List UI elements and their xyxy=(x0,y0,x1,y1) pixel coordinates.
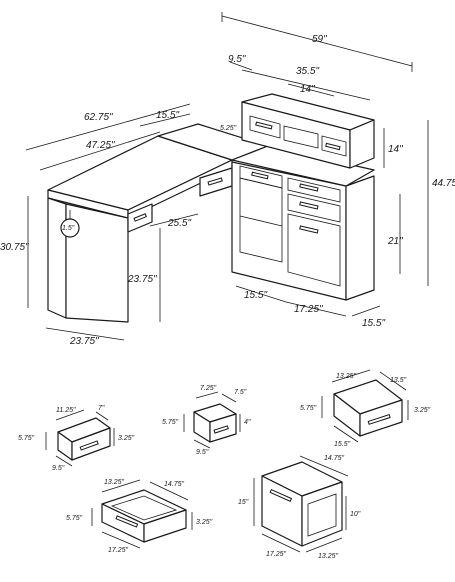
drawer-5 xyxy=(253,455,349,553)
d5-front: 17.25" xyxy=(266,551,287,558)
label-bottom-right: 15.5" xyxy=(362,318,385,329)
l-desk-illustration xyxy=(47,93,375,323)
d4-width: 13.25" xyxy=(104,479,125,486)
d4-depth: 14.75" xyxy=(164,481,185,488)
d3-depth: 13.5" xyxy=(390,377,407,384)
d4-front: 17.25" xyxy=(108,547,129,554)
d1-height: 5.75" xyxy=(18,435,35,442)
d3-height: 5.75" xyxy=(300,405,317,412)
main-dimension-lines xyxy=(25,12,429,341)
d3-height2: 3.25" xyxy=(414,407,431,414)
d2-height2: 4" xyxy=(244,419,251,426)
d1-front: 9.5" xyxy=(52,465,65,472)
d2-width: 7.25" xyxy=(200,385,217,392)
d5-height2: 10" xyxy=(350,511,361,518)
label-width-total: 59" xyxy=(312,34,327,45)
label-bottom-left: 15.5" xyxy=(244,290,267,301)
label-hutch-width: 35.5" xyxy=(296,66,319,77)
label-knee-depth: 23.75" xyxy=(127,274,157,285)
d3-front: 15.5" xyxy=(334,441,351,448)
drawer-4 xyxy=(91,479,193,549)
label-bottom-mid: 17.25" xyxy=(294,304,323,315)
label-grommet: 1.5" xyxy=(62,225,75,232)
d1-height2: 3.25" xyxy=(118,435,135,442)
d5-height: 15" xyxy=(238,499,249,506)
d1-depth: 7" xyxy=(98,405,105,412)
d5-depth: 13.25" xyxy=(318,553,339,560)
d4-height: 5.75" xyxy=(66,515,83,522)
label-return-len: 62.75" xyxy=(84,112,113,123)
d2-front: 9.5" xyxy=(196,449,209,456)
label-corner-depth: 15.5" xyxy=(156,110,179,121)
label-knee-w: 25.5" xyxy=(167,218,191,229)
label-desk-h: 30.75" xyxy=(0,242,29,253)
d3-width: 13.25" xyxy=(336,373,357,380)
label-side-depth: 23.75" xyxy=(69,336,99,347)
drawer-2 xyxy=(183,391,241,449)
label-hutch-side: 9.5" xyxy=(228,54,246,65)
d5-width: 14.75" xyxy=(324,455,345,462)
label-hutch-h: 14" xyxy=(388,144,403,155)
d1-width: 11.25" xyxy=(56,407,76,414)
drawer-3 xyxy=(321,369,409,443)
d4-height2: 3.25" xyxy=(196,519,213,526)
d2-height: 5.75" xyxy=(162,419,179,426)
drawer-1 xyxy=(45,409,115,467)
label-total-h: 44.75" xyxy=(432,178,455,189)
label-hutch-drawer-h: 5.25" xyxy=(220,125,237,132)
label-cabinet-h: 21" xyxy=(387,236,403,247)
label-hutch-cubby: 14" xyxy=(300,84,315,95)
d2-depth: 7.5" xyxy=(234,389,247,396)
label-desk-len: 47.25" xyxy=(86,140,115,151)
